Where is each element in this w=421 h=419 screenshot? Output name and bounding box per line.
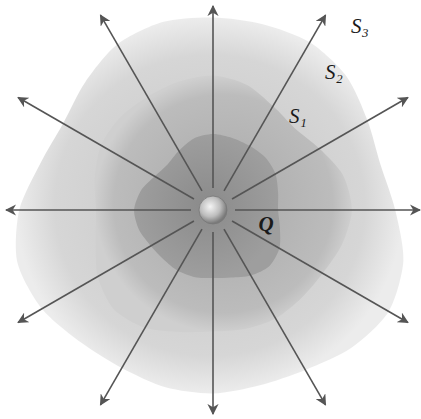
charge-label: Q (258, 214, 273, 235)
field-line (232, 221, 408, 323)
surface-s3 (16, 17, 404, 393)
field-line (235, 209, 420, 211)
field-line (101, 15, 203, 191)
field-line (101, 229, 203, 405)
field-line (212, 232, 214, 414)
field-line (18, 221, 194, 323)
surface-label: S₁ (289, 106, 307, 127)
field-line (232, 98, 408, 200)
point-charge (199, 196, 227, 224)
surface-label: S₃ (351, 16, 369, 37)
surface-s1 (134, 134, 280, 278)
field-line (224, 15, 326, 191)
surface-label: S₂ (325, 62, 343, 83)
field-line (18, 98, 194, 200)
surface-s2 (95, 76, 352, 333)
field-line (212, 6, 214, 188)
field-line (6, 209, 191, 211)
field-line (224, 229, 326, 405)
